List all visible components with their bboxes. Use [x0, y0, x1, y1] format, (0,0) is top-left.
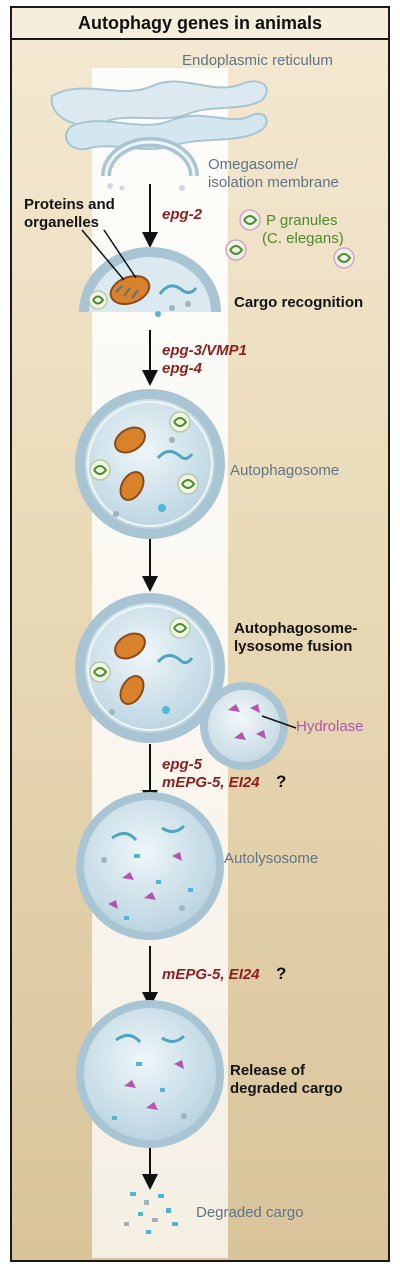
label-p-granules: P granules [266, 212, 338, 229]
endoplasmic-reticulum [50, 80, 268, 151]
label-hydrolase: Hydrolase [296, 718, 364, 735]
gene-mepg-5-ei24-a: mEPG-5, EI24 [162, 774, 260, 791]
label-autolysosome: Autolysosome [224, 850, 319, 867]
gene-epg-4: epg-4 [162, 360, 203, 377]
pathway-illustration [50, 80, 355, 1234]
label-lysosome-fusion: lysosome fusion [234, 638, 353, 655]
gene-epg-3-vmp1: epg-3/VMP1 [162, 342, 248, 359]
label-c-elegans: (C. elegans) [262, 230, 344, 247]
autolysosome [76, 792, 224, 940]
phagophore-with-cargo [79, 229, 221, 317]
question-mark-1: ? [276, 772, 287, 791]
label-isolation-membrane: isolation membrane [208, 174, 339, 191]
label-organelles: organelles [24, 214, 100, 231]
p-granules [225, 209, 355, 269]
gene-epg-2: epg-2 [162, 206, 203, 223]
title-bar: Autophagy genes in animals [12, 8, 388, 40]
label-degraded-cargo-release: degraded cargo [230, 1080, 343, 1097]
omegasome [101, 137, 199, 191]
label-proteins: Proteins and [24, 196, 115, 213]
autophagosome [75, 389, 225, 539]
lysosome [200, 682, 288, 770]
gene-epg-5: epg-5 [162, 756, 203, 773]
degraded-cargo-particles [124, 1192, 178, 1234]
label-omegasome: Omegasome/ [208, 156, 299, 173]
label-endoplasmic-reticulum: Endoplasmic reticulum [182, 52, 333, 69]
label-autophagosome-dash: Autophagosome- [234, 620, 358, 637]
label-autophagosome: Autophagosome [230, 462, 340, 479]
label-release-of: Release of [230, 1062, 306, 1079]
gene-mepg-5-ei24-b: mEPG-5, EI24 [162, 966, 260, 983]
label-degraded-cargo: Degraded cargo [196, 1204, 304, 1221]
question-mark-2: ? [276, 964, 287, 983]
diagram-frame: Autophagy genes in animals [10, 6, 390, 1262]
label-cargo-recognition: Cargo recognition [234, 294, 364, 311]
diagram-title: Autophagy genes in animals [77, 12, 323, 33]
fusion-stage [75, 593, 297, 770]
release-stage [76, 1000, 224, 1148]
mitochondrion [109, 274, 151, 306]
